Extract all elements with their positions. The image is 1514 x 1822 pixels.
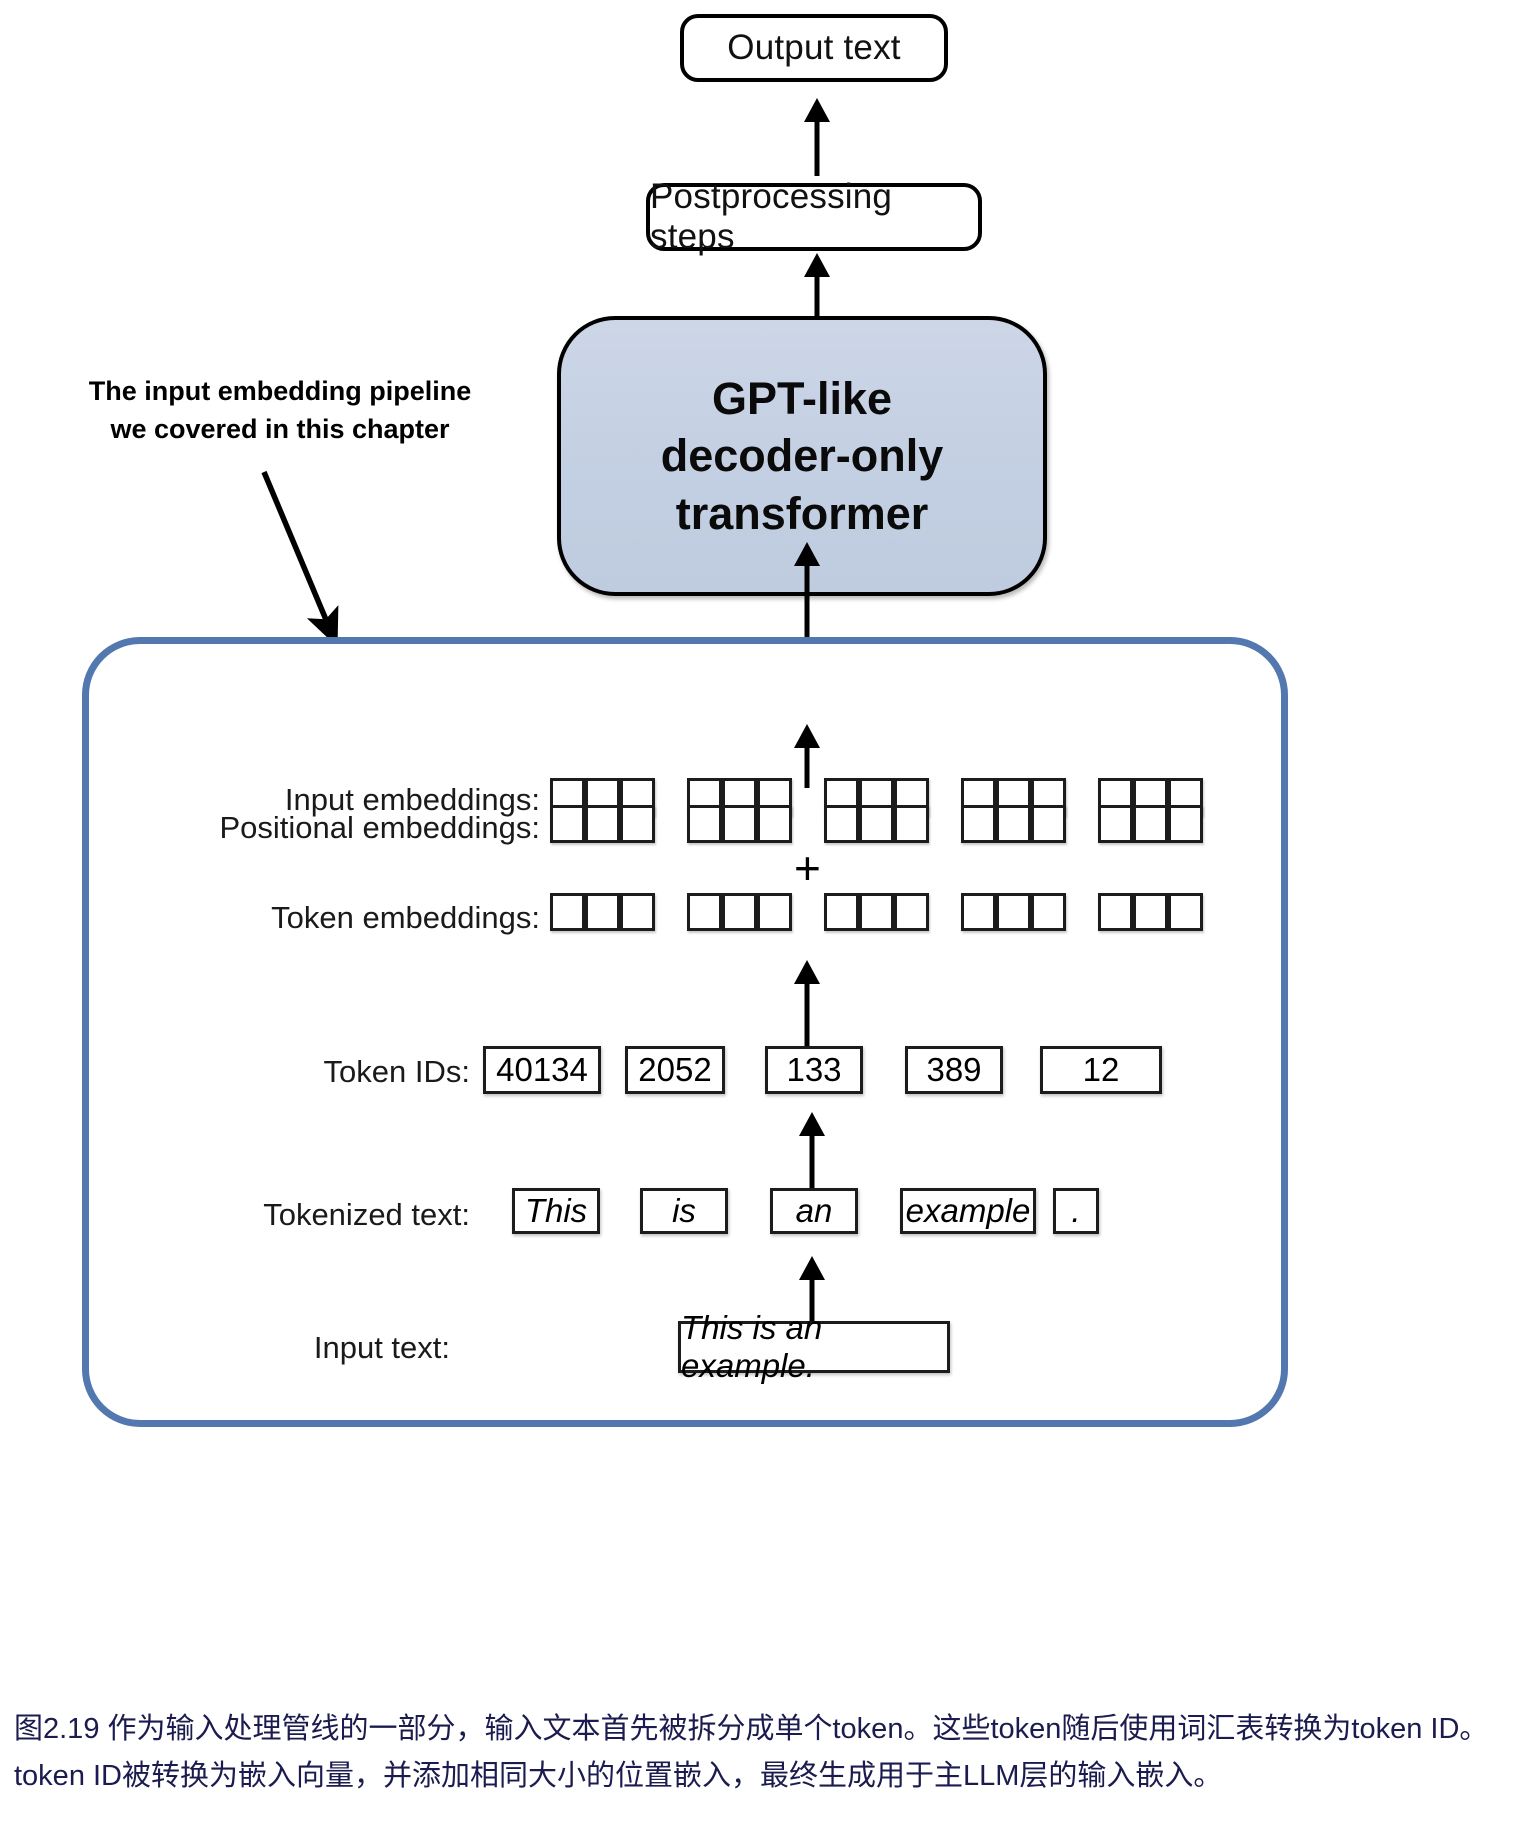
- embedding-cell: [585, 893, 620, 931]
- cell-group: [687, 893, 792, 931]
- cell-group: [824, 893, 929, 931]
- arrow-embeddings-to-transformer: [794, 542, 820, 676]
- token-id-value: 2052: [638, 1051, 712, 1088]
- embedding-cell: [1133, 893, 1168, 931]
- cell-group: [1098, 893, 1203, 931]
- row-label-positional-embeddings: Positional embeddings:: [219, 810, 540, 845]
- tokenized-text-value: This: [524, 1192, 588, 1229]
- cell-group: [550, 893, 655, 931]
- arrow-shaft: [804, 562, 810, 676]
- input-text-value: This is an example.: [681, 1309, 823, 1384]
- cell-group: [961, 805, 1066, 843]
- token-id-box: 133: [765, 1046, 863, 1094]
- token-id-box: 12: [1040, 1046, 1162, 1094]
- arrow-shaft: [809, 1132, 815, 1188]
- row-label-token-embeddings: Token embeddings:: [271, 900, 540, 935]
- input-embedding-pipeline-container: [82, 637, 1288, 1427]
- embedding-cell: [687, 893, 722, 931]
- embedding-cell: [824, 805, 859, 843]
- arrow-shaft: [804, 744, 810, 788]
- embedding-cell: [757, 893, 792, 931]
- embedding-cell: [1031, 805, 1066, 843]
- transformer-label: GPT-like decoder-only transformer: [660, 373, 944, 539]
- postprocessing-label: Postprocessing steps: [650, 177, 893, 256]
- embedding-cell: [961, 805, 996, 843]
- arrow-shaft: [814, 273, 820, 316]
- arrow-sum-to-input-embeddings: [794, 724, 820, 788]
- embedding-cell: [894, 805, 929, 843]
- embedding-cell: [722, 893, 757, 931]
- row-label-tokenized-text: Tokenized text:: [263, 1197, 470, 1232]
- embedding-cell: [859, 893, 894, 931]
- tokenized-text-value: an: [795, 1192, 833, 1229]
- arrow-tokenized-to-token-ids: [799, 1112, 825, 1188]
- row-label-token-ids: Token IDs:: [323, 1054, 470, 1089]
- token-id-box: 389: [905, 1046, 1003, 1094]
- row-label-input-text: Input text:: [313, 1330, 450, 1365]
- embedding-cell: [996, 805, 1031, 843]
- annotation-arrow-icon: [261, 470, 339, 648]
- tokenized-text-box: example: [900, 1188, 1036, 1234]
- embedding-cell: [824, 893, 859, 931]
- output-text-box: Output text: [680, 14, 948, 82]
- embedding-cell: [722, 805, 757, 843]
- embedding-cell: [859, 805, 894, 843]
- figure-caption: 图2.19 作为输入处理管线的一部分，输入文本首先被拆分成单个token。这些t…: [14, 1713, 1489, 1792]
- arrow-input-text-to-tokenized: [799, 1256, 825, 1334]
- tokenized-text-box: is: [640, 1188, 728, 1234]
- cell-group: [550, 805, 655, 843]
- embedding-cell: [961, 893, 996, 931]
- token-id-box: 2052: [625, 1046, 725, 1094]
- arrow-token-ids-to-token-embeddings: [794, 960, 820, 1048]
- cell-group: [824, 805, 929, 843]
- arrow-shaft: [809, 1276, 815, 1334]
- embedding-cell: [620, 893, 655, 931]
- tokenized-text-value: example: [905, 1192, 1031, 1229]
- embedding-cell: [894, 893, 929, 931]
- row-label-input-embeddings: Input embeddings:: [284, 782, 540, 817]
- embedding-cell: [550, 893, 585, 931]
- embedding-cell: [620, 805, 655, 843]
- transformer-block: GPT-like decoder-only transformer: [557, 316, 1047, 596]
- embedding-cell: [757, 805, 792, 843]
- postprocessing-steps-box: Postprocessing steps: [646, 177, 982, 256]
- embedding-cell: [1168, 893, 1203, 931]
- cell-group: [1098, 805, 1203, 843]
- token-id-value: 389: [926, 1051, 982, 1088]
- tokenized-text-value: .: [1071, 1192, 1081, 1229]
- token-id-value: 40134: [496, 1051, 588, 1088]
- embedding-cell: [1133, 805, 1168, 843]
- cell-group: [961, 893, 1066, 931]
- cell-group: [550, 778, 655, 816]
- arrow-shaft: [804, 980, 810, 1048]
- output-text-label: Output text: [727, 28, 901, 67]
- cell-group: [687, 805, 792, 843]
- tokenized-text-box: an: [770, 1188, 858, 1234]
- tokenized-text-box: .: [1053, 1188, 1099, 1234]
- annotation-callout-text: The input embedding pipeline we covered …: [88, 376, 472, 445]
- embedding-cell: [1168, 805, 1203, 843]
- embedding-cell: [1098, 805, 1133, 843]
- embedding-cell: [1098, 893, 1133, 931]
- token-id-value: 12: [1082, 1051, 1120, 1088]
- embedding-cell: [996, 893, 1031, 931]
- arrow-shaft: [814, 118, 820, 176]
- arrow-postprocessing-to-output: [804, 98, 830, 176]
- embedding-cell: [687, 805, 722, 843]
- token-id-box: 40134: [483, 1046, 601, 1094]
- arrow-transformer-to-postprocessing: [804, 253, 830, 316]
- input-text-box: This is an example.: [678, 1309, 950, 1384]
- embedding-cell: [585, 805, 620, 843]
- tokenized-text-box: This: [512, 1188, 600, 1234]
- token-id-value: 133: [786, 1051, 842, 1088]
- cells-row-token-embeddings: [550, 893, 1203, 931]
- plus-sign: +: [794, 842, 821, 894]
- embedding-cell: [1031, 893, 1066, 931]
- cells-row-positional-embeddings: [550, 805, 1203, 843]
- tokenized-text-value: is: [672, 1192, 696, 1229]
- embedding-cell: [550, 805, 585, 843]
